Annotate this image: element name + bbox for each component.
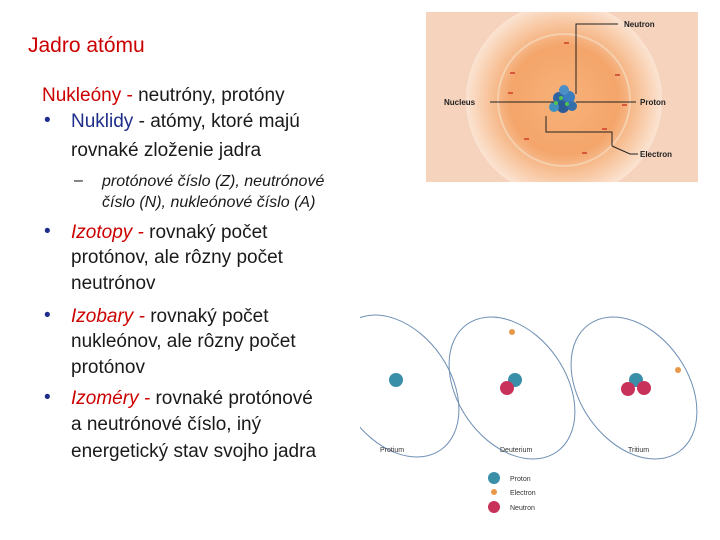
tritium-neutron-1 xyxy=(621,382,635,396)
isotope-diagram: Protium Deuterium Tritium Proton Electro… xyxy=(360,314,698,513)
bullet-nuklidy: • xyxy=(44,110,51,131)
label-leader-lines xyxy=(490,23,638,155)
nuklidy-text-1: - atómy, ktoré majú xyxy=(133,111,300,132)
dash-marker: – xyxy=(74,172,83,189)
izotopy-line-2: protónov, ale rôzny počet xyxy=(71,247,283,268)
izobary-line-2: nukleónov, ale rôzny počet xyxy=(71,331,296,352)
nukleony-term: Nukleóny - xyxy=(42,85,139,106)
bullet-izobary: • xyxy=(44,305,51,326)
legend-proton-swatch xyxy=(488,472,500,484)
electron-markers xyxy=(508,42,627,154)
izomery-term: Izoméry - xyxy=(71,388,156,409)
nuklidy-line-2: rovnaké zloženie jadra xyxy=(71,140,262,161)
bullet-izomery: • xyxy=(44,387,51,408)
protium-proton xyxy=(389,373,403,387)
bullet-izotopy: • xyxy=(44,221,51,242)
isotope-legend: Proton Electron Neutron xyxy=(488,472,536,513)
deuterium-model xyxy=(448,316,576,460)
izobary-text-1: rovnaký počet xyxy=(150,306,269,327)
legend-neutron-swatch xyxy=(488,501,500,513)
nuklidy-term: Nuklidy xyxy=(71,111,134,132)
nucleus-cluster xyxy=(549,85,577,113)
nucleus-label: Nucleus xyxy=(444,98,476,107)
izotopy-line-1: Izotopy - rovnaký počet xyxy=(71,221,267,244)
proton-label: Proton xyxy=(640,98,666,107)
nukleony-line: Nukleóny - neutróny, protóny xyxy=(42,84,285,107)
izobary-line-1: Izobary - rovnaký počet xyxy=(71,305,269,328)
tritium-neutron-2 xyxy=(637,381,651,395)
izomery-line-3: energetický stav svojho jadra xyxy=(71,441,317,462)
sub-line-2: číslo (N), nukleónové číslo (A) xyxy=(102,194,316,211)
protium-label: Protium xyxy=(380,447,404,454)
sub-line-1: protónové číslo (Z), neutrónové xyxy=(102,173,325,190)
legend-electron-swatch xyxy=(491,489,497,495)
legend-neutron-label: Neutron xyxy=(510,505,535,512)
izomery-text-1: rovnaké protónové xyxy=(155,388,313,409)
neutron-label: Neutron xyxy=(624,20,655,29)
legend-proton-label: Proton xyxy=(510,476,531,483)
izotopy-term: Izotopy - xyxy=(71,222,150,243)
page-title: Jadro atómu xyxy=(28,34,145,57)
nuklidy-line-1: Nuklidy - atómy, ktoré majú xyxy=(71,110,300,133)
nukleony-text: neutróny, protóny xyxy=(138,85,285,106)
izotopy-text-1: rovnaký počet xyxy=(149,222,268,243)
deuterium-electron xyxy=(509,329,515,335)
electron-shell-ring xyxy=(497,33,631,167)
tritium-electron xyxy=(675,367,681,373)
protium-model xyxy=(360,314,460,458)
tritium-model xyxy=(570,316,698,460)
izotopy-line-3: neutrónov xyxy=(71,273,156,294)
deuterium-neutron xyxy=(500,381,514,395)
tritium-label: Tritium xyxy=(628,447,649,454)
izobary-line-3: protónov xyxy=(71,357,145,378)
legend-electron-label: Electron xyxy=(510,490,536,497)
izomery-line-2: a neutrónové číslo, iný xyxy=(71,414,262,435)
izobary-term: Izobary - xyxy=(71,306,151,327)
atom-diagram: Neutron Nucleus Proton Electron xyxy=(426,12,698,182)
izomery-line-1: Izoméry - rovnaké protónové xyxy=(71,387,313,410)
deuterium-label: Deuterium xyxy=(500,447,532,454)
electron-label: Electron xyxy=(640,150,672,159)
